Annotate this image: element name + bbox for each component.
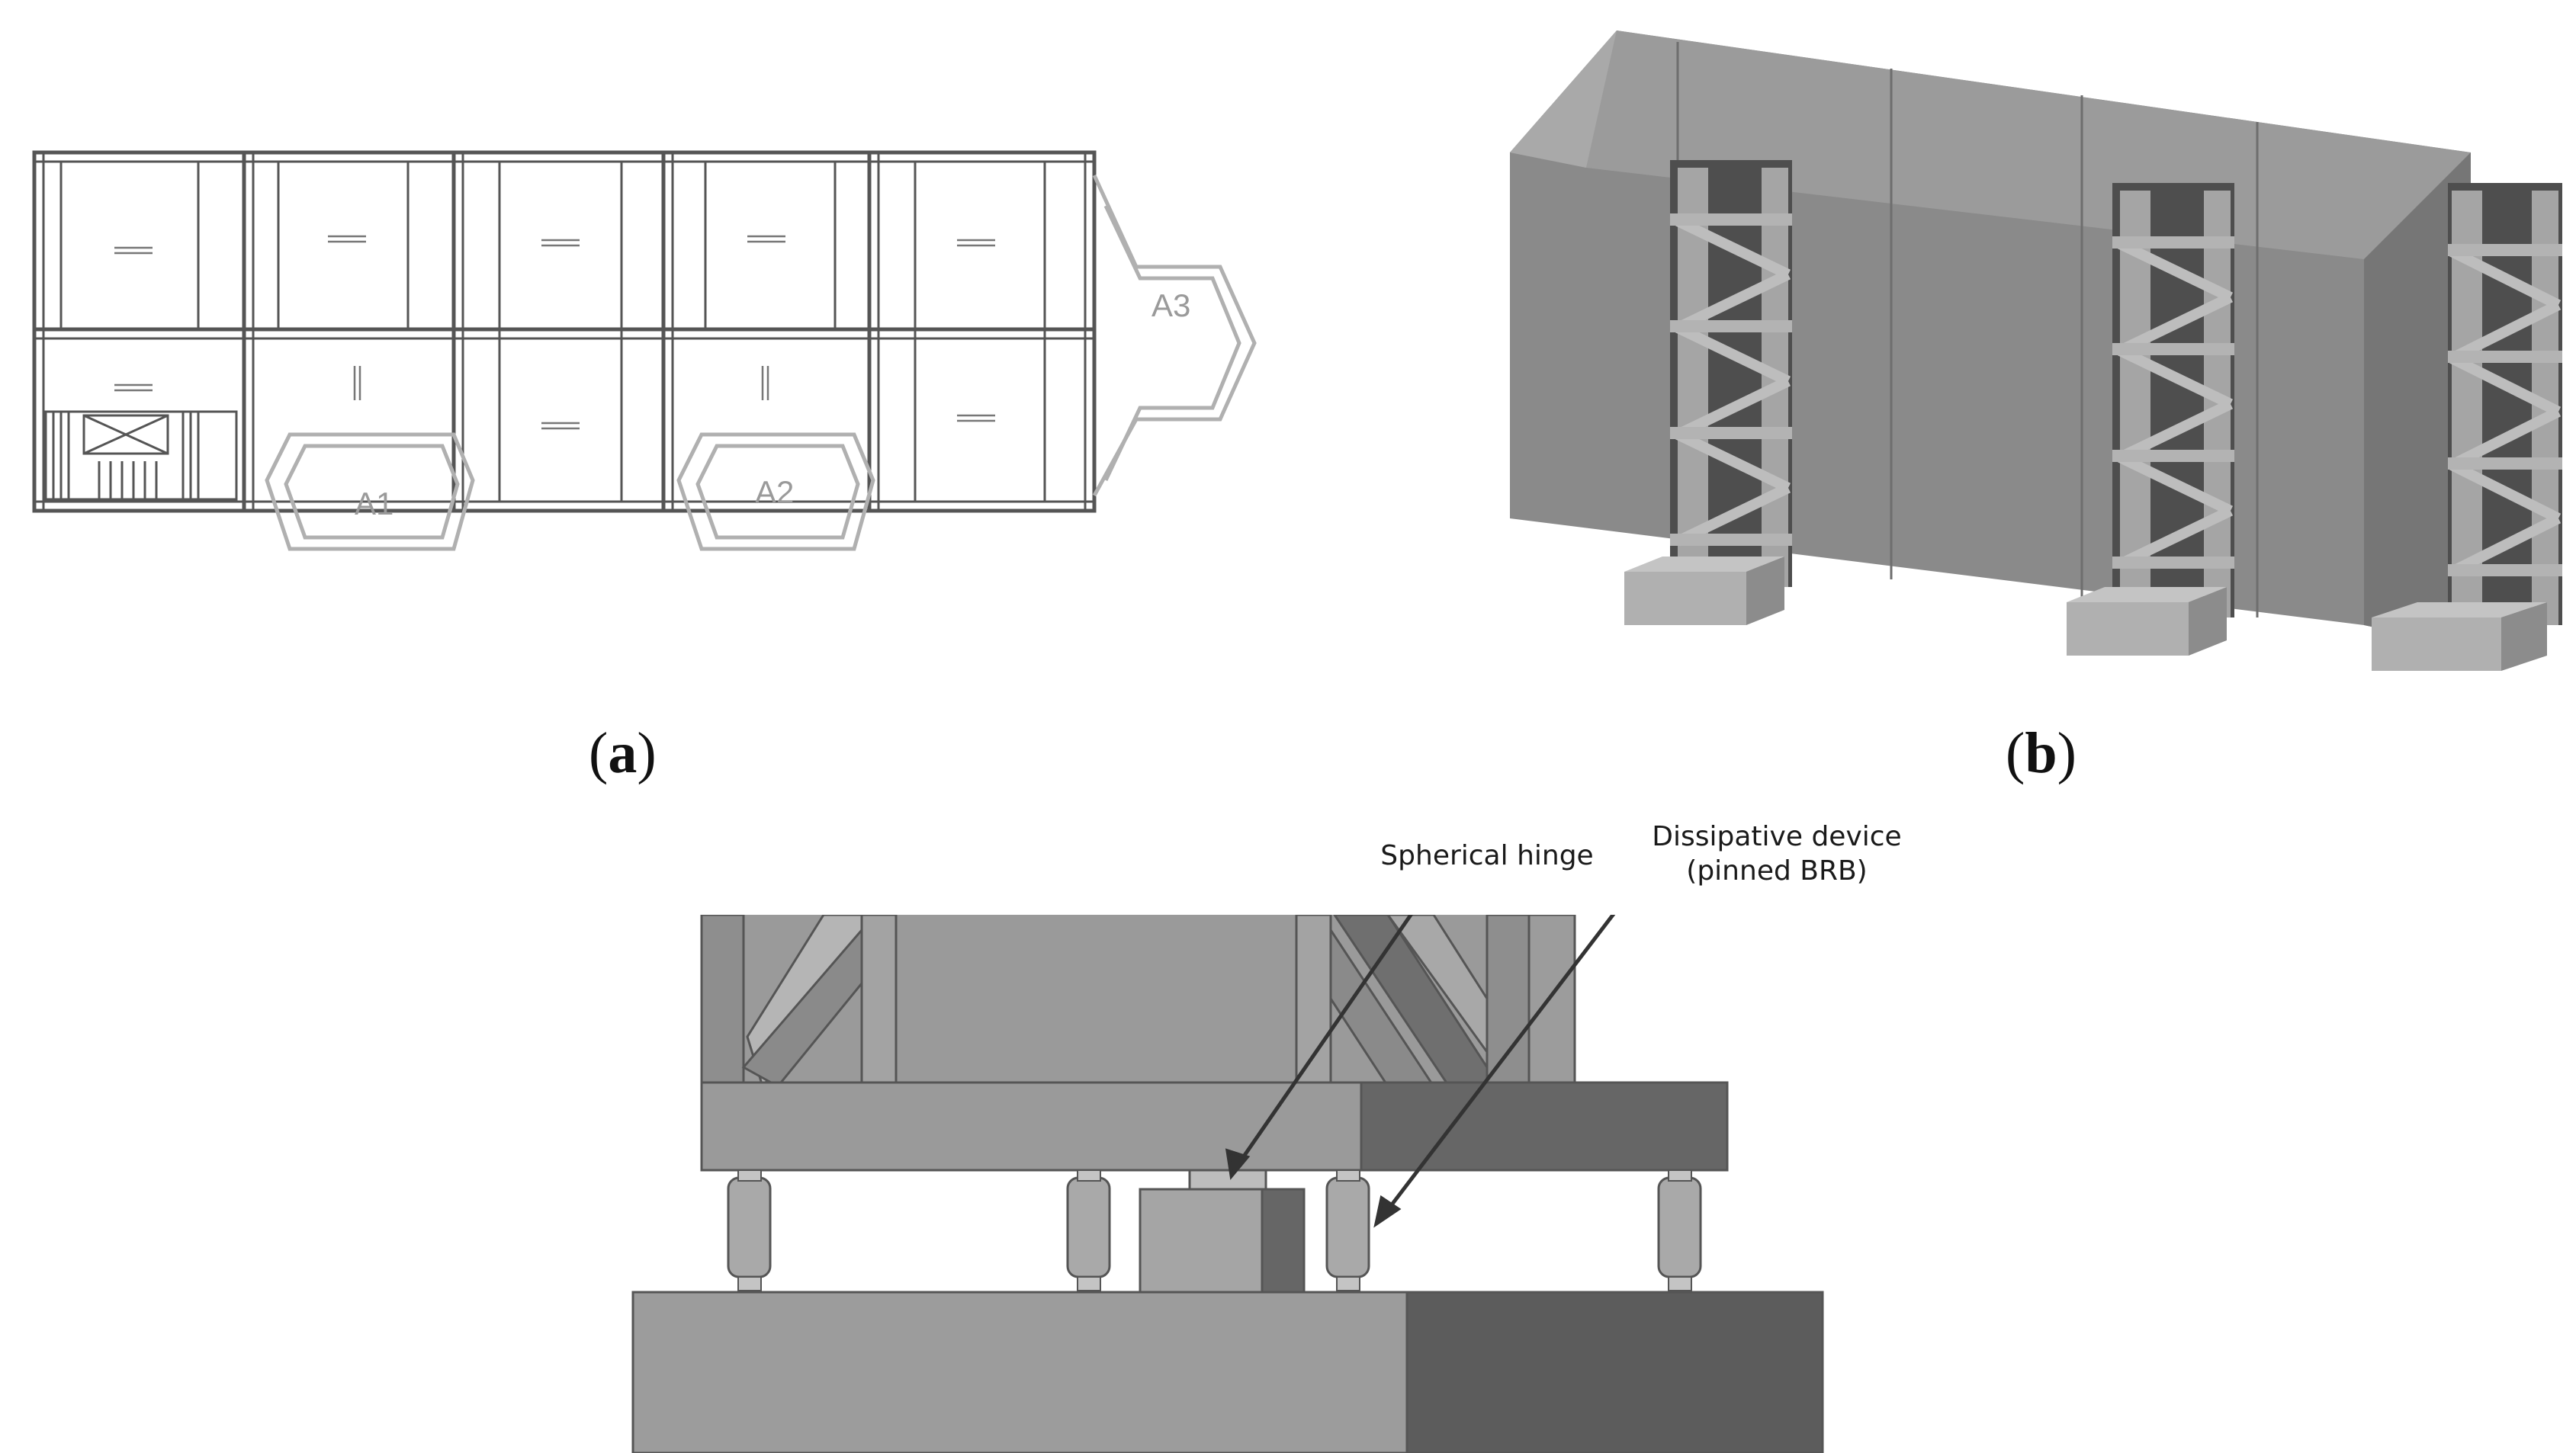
arrow-head-hinge	[1225, 1148, 1251, 1180]
area-label-a1: A1	[355, 486, 393, 521]
wall-top	[1586, 30, 2471, 259]
stair-symbol	[44, 410, 238, 501]
annotation-dissipative-line1: Dissipative device	[1652, 821, 1902, 852]
foundation-front	[631, 1291, 1408, 1453]
caption-b: (b)	[2006, 720, 2077, 787]
annotation-spherical-hinge: Spherical hinge	[1380, 840, 1594, 871]
wall-side	[2364, 152, 2471, 648]
panel-a-floor-plan: A1 A2 A3	[15, 114, 1266, 587]
base-beam-front	[700, 1081, 1363, 1172]
arrow-dissipative-device	[1379, 915, 1616, 1221]
steel-tower-3	[2372, 183, 2562, 671]
caption-a-close: )	[637, 721, 657, 785]
area-label-a3: A3	[1151, 287, 1190, 323]
spherical-hinge-block	[1139, 1169, 1306, 1294]
annotation-arrows	[1225, 915, 1616, 1228]
foundation-side	[1405, 1291, 1824, 1453]
panel-c-base-detail	[625, 915, 1845, 1453]
steel-tower-1	[1624, 160, 1792, 625]
plan-outer-frame	[32, 150, 1097, 513]
arrow-spherical-hinge	[1229, 915, 1414, 1176]
caption-a-open: (	[589, 721, 609, 785]
caption-a-letter: a	[608, 721, 638, 785]
steel-tower-2	[2067, 183, 2234, 656]
annotation-dissipative-line2: (pinned BRB)	[1686, 855, 1868, 887]
caption-a: (a)	[589, 720, 657, 787]
caption-b-open: (	[2006, 721, 2025, 785]
annotation-dissipative-device: Dissipative device (pinned BRB)	[1609, 820, 1945, 888]
base-detail-drawing	[631, 915, 1824, 1453]
area-label-a2: A2	[755, 474, 794, 510]
plan-protrusions	[265, 174, 1257, 551]
brb-cylinders	[727, 1169, 1702, 1291]
floor-plan-drawing: A1 A2 A3	[32, 150, 1257, 551]
arrow-head-device	[1373, 1195, 1402, 1228]
span-direction-arrows	[114, 235, 995, 430]
building-3d-drawing	[1510, 30, 2562, 671]
caption-b-letter: b	[2025, 721, 2057, 785]
caption-b-close: )	[2057, 721, 2077, 785]
base-beam-side	[1360, 1081, 1729, 1172]
panel-b-3d-model	[1495, 23, 2562, 678]
